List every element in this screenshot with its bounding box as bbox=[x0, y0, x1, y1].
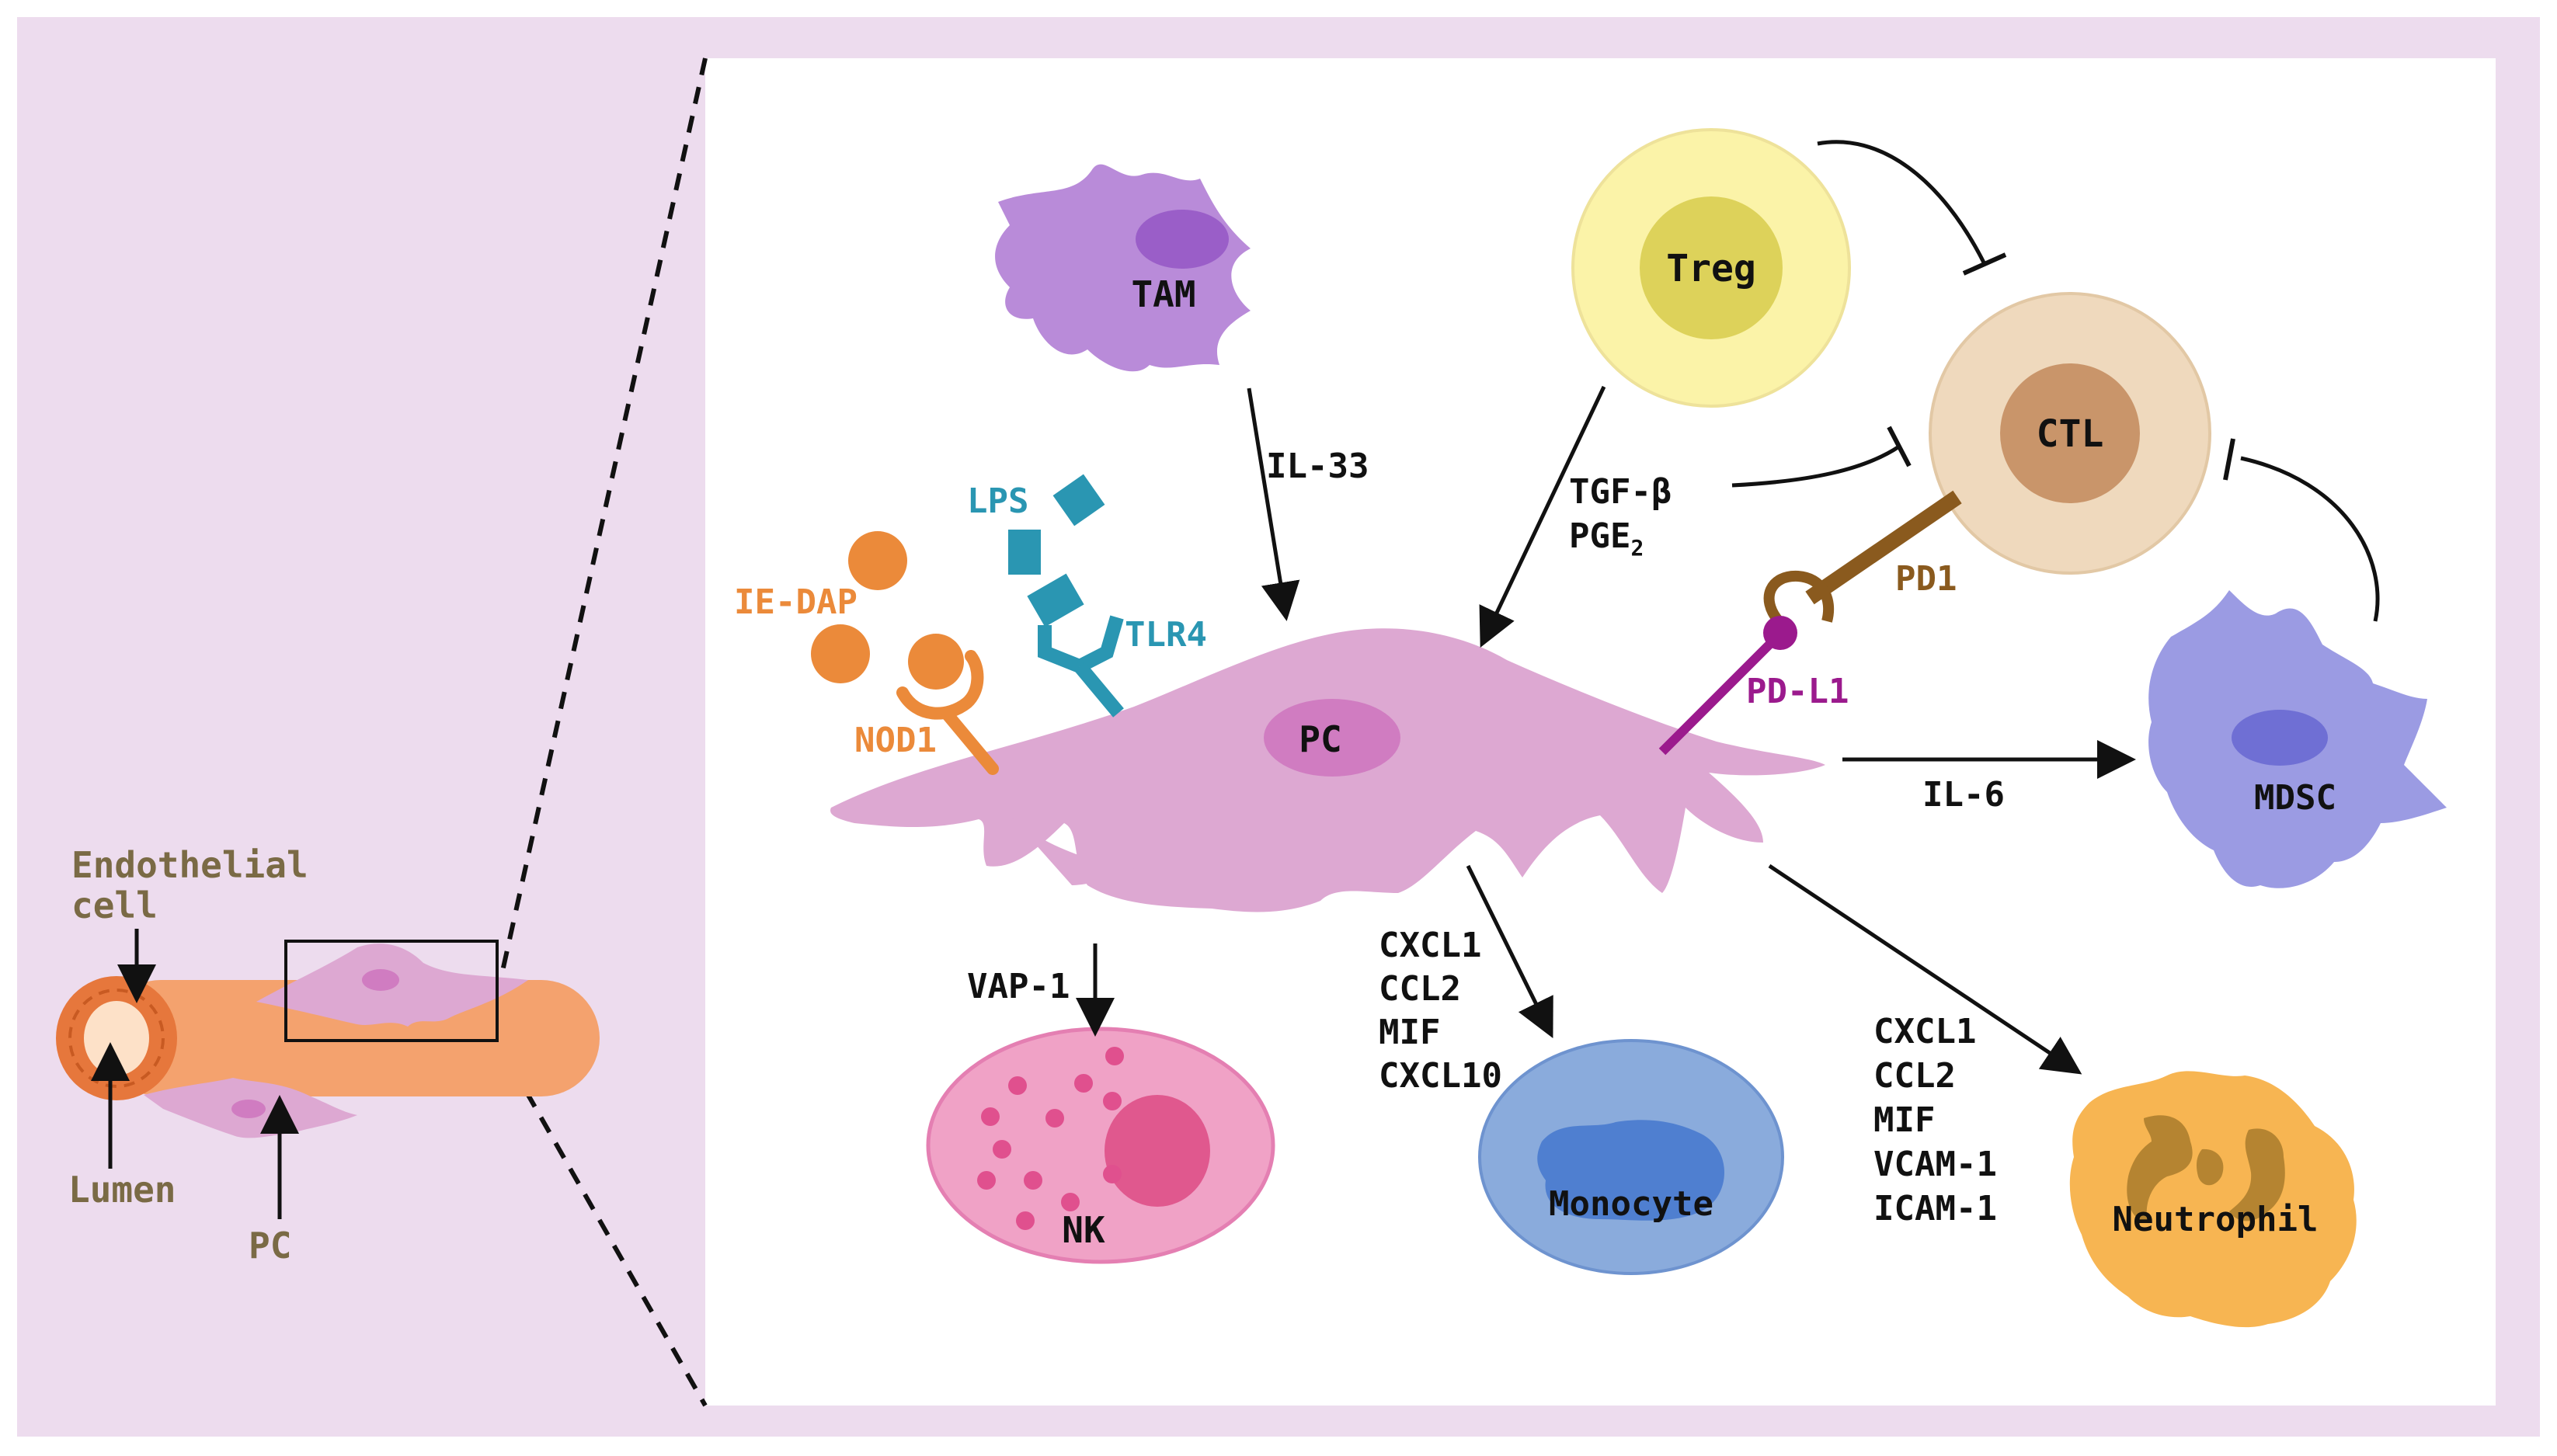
endothelial-label-line2: cell bbox=[71, 884, 158, 926]
nk-granule bbox=[1045, 1109, 1064, 1128]
mdsc-label: MDSC bbox=[2254, 778, 2336, 818]
ctl-nucleus bbox=[2000, 363, 2140, 503]
nk-nucleus bbox=[1105, 1095, 1210, 1207]
nk-granule bbox=[1024, 1171, 1042, 1190]
tlr4-receptor bbox=[1038, 615, 1124, 718]
zoom-line-bottom bbox=[495, 1039, 708, 1407]
zoom-line-top bbox=[495, 57, 708, 996]
pericyte-mini-top-nucleus bbox=[362, 969, 399, 991]
pd1-label: PD1 bbox=[1895, 559, 1957, 599]
neutrophil-nucleus-lobe-left bbox=[2127, 1115, 2193, 1223]
ie-dap-label: IE-DAP bbox=[734, 582, 858, 622]
nk-granule bbox=[977, 1171, 996, 1190]
lps-molecule bbox=[1027, 573, 1084, 627]
nk-granule bbox=[1061, 1193, 1080, 1211]
neutrophil-factor-3: MIF bbox=[1873, 1100, 1935, 1140]
pge2-main: PGE bbox=[1569, 516, 1630, 556]
pericyte-mini-bottom-nucleus bbox=[231, 1100, 266, 1118]
inhibit-treg-to-ctl bbox=[1817, 140, 1987, 266]
nk-granules bbox=[977, 1047, 1124, 1230]
nk-granule bbox=[1008, 1076, 1027, 1095]
pericyte-nucleus bbox=[1264, 699, 1400, 777]
inhibit-treg-to-ctl-bar bbox=[1962, 252, 2007, 276]
nk-label: NK bbox=[1062, 1209, 1105, 1251]
arrow-pc-to-neutrophil bbox=[1768, 864, 2082, 1075]
inhibit-mdsc-to-ctl bbox=[2240, 456, 2380, 622]
ctl-label: CTL bbox=[2037, 412, 2104, 456]
lps-label: LPS bbox=[967, 481, 1028, 521]
inhibit-mdsc-to-ctl-bar bbox=[2223, 438, 2235, 481]
tam-nucleus bbox=[1136, 210, 1229, 269]
nk-granule bbox=[1103, 1092, 1122, 1110]
nod1-cup bbox=[896, 650, 984, 720]
ie-dap-bound-molecule bbox=[908, 634, 964, 690]
lumen-hole bbox=[84, 1001, 149, 1075]
tam-label: TAM bbox=[1131, 273, 1195, 315]
pd1-stem bbox=[1805, 490, 1962, 605]
pd1-cup bbox=[1763, 570, 1835, 625]
arrow-tam-to-pc bbox=[1247, 387, 1300, 621]
nod1-stem bbox=[940, 707, 999, 775]
zoom-box bbox=[284, 940, 499, 1042]
pdl1-stem bbox=[1658, 631, 1783, 756]
neutrophil-nucleus-lobe-right bbox=[2229, 1128, 2285, 1221]
il33-label: IL-33 bbox=[1266, 447, 1369, 486]
endothelial-label-line1: Endothelial bbox=[71, 844, 308, 886]
pc-overview-label: PC bbox=[249, 1225, 291, 1267]
vessel-ring bbox=[68, 989, 165, 1088]
arrow-pc-to-monocyte bbox=[1466, 864, 1553, 1038]
lps-molecule bbox=[1052, 474, 1105, 526]
inhibit-pc-to-ctl bbox=[1731, 444, 1901, 488]
neutrophil-cell bbox=[2069, 1071, 2357, 1328]
monocyte-nucleus bbox=[1537, 1120, 1724, 1221]
treg-nucleus bbox=[1640, 196, 1783, 339]
monocyte-factor-4: CXCL10 bbox=[1379, 1056, 1502, 1096]
nk-granule bbox=[1103, 1165, 1122, 1183]
pge2-subscript: 2 bbox=[1630, 535, 1644, 561]
lumen-label: Lumen bbox=[68, 1169, 176, 1211]
treg-label: Treg bbox=[1666, 247, 1756, 290]
ie-dap-molecule bbox=[811, 624, 870, 683]
inhibit-pc-to-ctl-bar bbox=[1887, 426, 1912, 467]
nk-granule bbox=[993, 1140, 1011, 1159]
nk-granule bbox=[981, 1107, 1000, 1126]
monocyte-factor-2: CCL2 bbox=[1379, 969, 1461, 1009]
lps-molecule bbox=[1008, 530, 1041, 575]
monocyte-factor-1: CXCL1 bbox=[1379, 926, 1481, 965]
nod1-label: NOD1 bbox=[854, 721, 937, 760]
neutrophil-factor-1: CXCL1 bbox=[1873, 1012, 1976, 1051]
monocyte-label: Monocyte bbox=[1549, 1184, 1713, 1224]
neutrophil-factor-5: ICAM-1 bbox=[1873, 1189, 1997, 1228]
tlr4-stem bbox=[1074, 662, 1124, 718]
nk-granule bbox=[1016, 1211, 1035, 1230]
arrow-treg-to-pc bbox=[1479, 385, 1606, 648]
tlr4-label: TLR4 bbox=[1125, 615, 1207, 655]
nk-granule bbox=[1105, 1047, 1124, 1065]
pc-label: PC bbox=[1299, 718, 1341, 760]
pdl1-head bbox=[1763, 616, 1797, 650]
vessel-body bbox=[103, 980, 600, 1096]
ie-dap-molecule bbox=[848, 531, 907, 590]
mdsc-nucleus bbox=[2232, 710, 2328, 766]
tgf-beta-label: TGF-β bbox=[1569, 472, 1672, 512]
monocyte-factor-3: MIF bbox=[1379, 1013, 1440, 1052]
nod1-receptor bbox=[896, 650, 999, 775]
tlr4-right-arm bbox=[1076, 615, 1124, 673]
neutrophil-nucleus-lobe-mid bbox=[2196, 1148, 2224, 1186]
pdl1-label: PD-L1 bbox=[1746, 672, 1849, 711]
nk-granule bbox=[1074, 1074, 1093, 1093]
pericyte-lower-process bbox=[1010, 815, 1134, 885]
pge2-label: PGE2 bbox=[1569, 516, 1644, 561]
neutrophil-label: Neutrophil bbox=[2113, 1200, 2319, 1239]
il6-label: IL-6 bbox=[1922, 775, 2005, 815]
tlr4-left-arm bbox=[1038, 625, 1083, 673]
vap1-label: VAP-1 bbox=[967, 967, 1070, 1006]
neutrophil-factor-2: CCL2 bbox=[1873, 1056, 1956, 1096]
neutrophil-factor-4: VCAM-1 bbox=[1873, 1145, 1997, 1184]
